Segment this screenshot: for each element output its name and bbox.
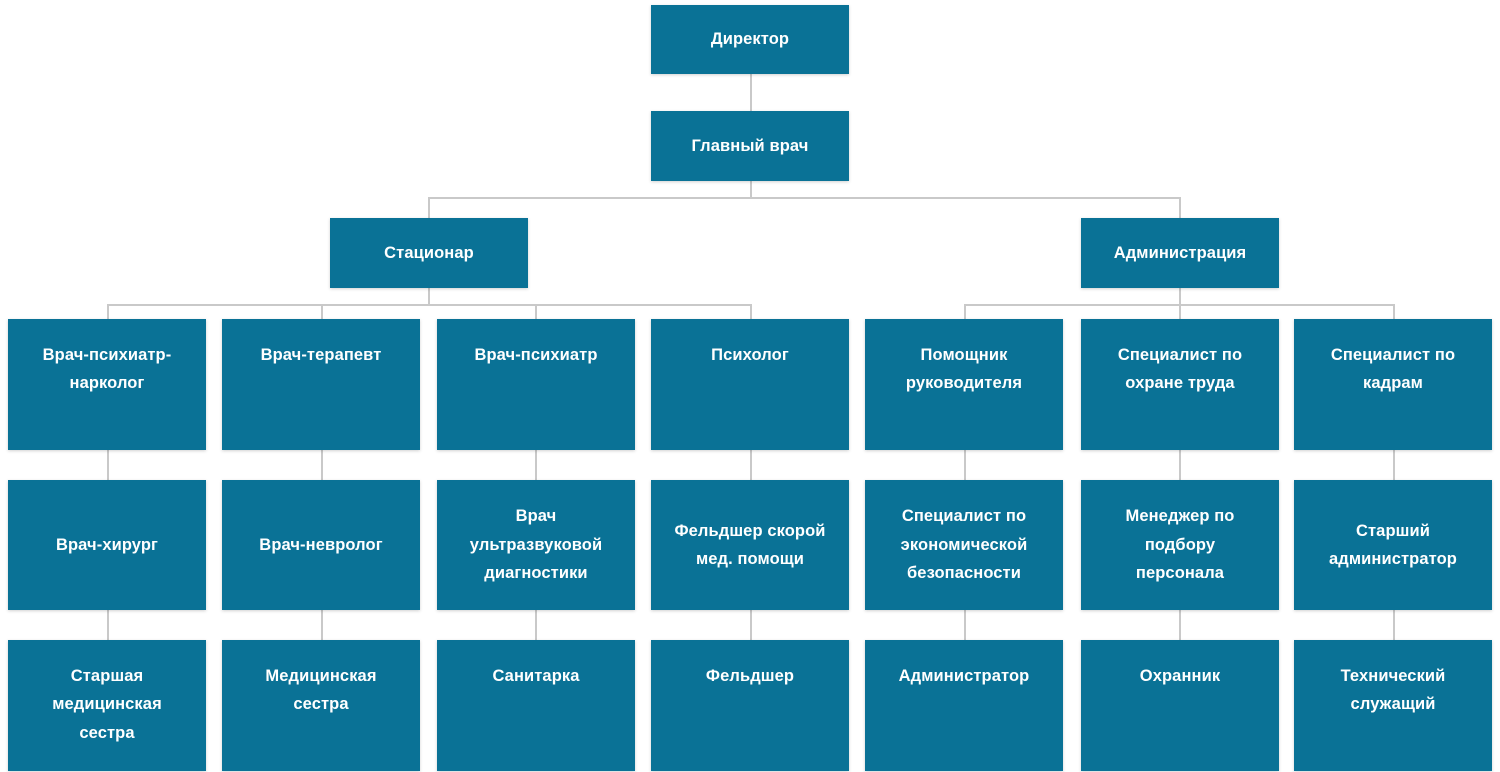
node-psychiatrist-narcologist[interactable]: Врач-психиатр- нарколог: [8, 319, 206, 450]
connector-hospital-bus: [107, 304, 751, 306]
node-chief-doctor[interactable]: Главный врач: [651, 111, 849, 181]
connector-hospital-child-1: [107, 304, 109, 319]
node-recruitment-manager[interactable]: Менеджер по подбору персонала: [1081, 480, 1279, 610]
node-technical-staff[interactable]: Технический служащий: [1294, 640, 1492, 771]
connector-bus-to-hospital: [428, 197, 430, 218]
node-economic-security-specialist[interactable]: Специалист по экономической безопасности: [865, 480, 1063, 610]
node-emergency-paramedic[interactable]: Фельдшер скорой мед. помощи: [651, 480, 849, 610]
connector-chief-drop: [750, 181, 752, 198]
connector-r4c6-r5c6: [1179, 610, 1181, 640]
node-manager-assistant[interactable]: Помощник руководителя: [865, 319, 1063, 450]
node-paramedic[interactable]: Фельдшер: [651, 640, 849, 771]
connector-r3c2-r4c2: [321, 450, 323, 480]
node-psychiatrist[interactable]: Врач-психиатр: [437, 319, 635, 450]
node-hr-specialist[interactable]: Специалист по кадрам: [1294, 319, 1492, 450]
connector-hospital-drop: [428, 288, 430, 305]
connector-r4c5-r5c5: [964, 610, 966, 640]
connector-administration-drop: [1179, 288, 1181, 305]
connector-r4c1-r5c1: [107, 610, 109, 640]
connector-administration-child-3: [1393, 304, 1395, 319]
connector-r3c4-r4c4: [750, 450, 752, 480]
node-head-nurse[interactable]: Старшая медицинская сестра: [8, 640, 206, 771]
connector-r3c3-r4c3: [535, 450, 537, 480]
node-therapist[interactable]: Врач-терапевт: [222, 319, 420, 450]
node-psychologist[interactable]: Психолог: [651, 319, 849, 450]
connector-chief-bus: [428, 197, 1181, 199]
node-ultrasound-doctor[interactable]: Врач ультразвуковой диагностики: [437, 480, 635, 610]
node-hospital[interactable]: Стационар: [330, 218, 528, 288]
node-orderly[interactable]: Санитарка: [437, 640, 635, 771]
connector-hospital-child-4: [750, 304, 752, 319]
connector-r3c7-r4c7: [1393, 450, 1395, 480]
connector-r3c6-r4c6: [1179, 450, 1181, 480]
node-nurse[interactable]: Медицинская сестра: [222, 640, 420, 771]
node-surgeon[interactable]: Врач-хирург: [8, 480, 206, 610]
node-neurologist[interactable]: Врач-невролог: [222, 480, 420, 610]
connector-hospital-child-2: [321, 304, 323, 319]
connector-r3c5-r4c5: [964, 450, 966, 480]
connector-administration-child-2: [1179, 304, 1181, 319]
connector-administration-child-1: [964, 304, 966, 319]
node-senior-administrator[interactable]: Старший администратор: [1294, 480, 1492, 610]
connector-r4c3-r5c3: [535, 610, 537, 640]
connector-hospital-child-3: [535, 304, 537, 319]
connector-r4c2-r5c2: [321, 610, 323, 640]
connector-r4c4-r5c4: [750, 610, 752, 640]
connector-r4c7-r5c7: [1393, 610, 1395, 640]
node-administrator[interactable]: Администратор: [865, 640, 1063, 771]
node-labor-safety-specialist[interactable]: Специалист по охране труда: [1081, 319, 1279, 450]
node-director[interactable]: Директор: [651, 5, 849, 74]
connector-bus-to-administration: [1179, 197, 1181, 218]
connector-director-to-chief: [750, 74, 752, 111]
node-administration[interactable]: Администрация: [1081, 218, 1279, 288]
connector-r3c1-r4c1: [107, 450, 109, 480]
node-security-guard[interactable]: Охранник: [1081, 640, 1279, 771]
